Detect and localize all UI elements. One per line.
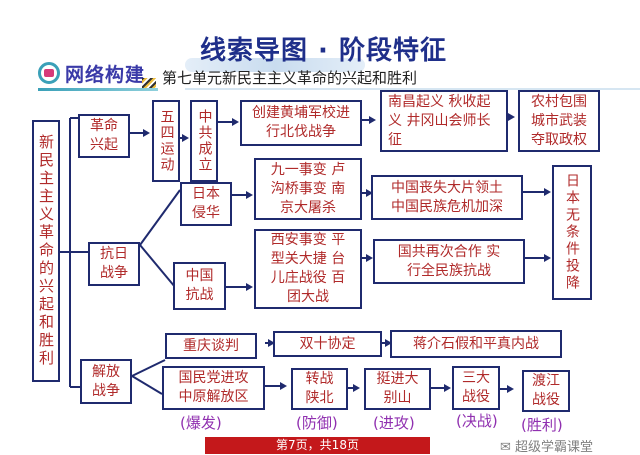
- watermark-text: 超级学霸课堂: [515, 440, 594, 455]
- node-double-tenth-agreement: 双十协定: [273, 331, 382, 357]
- page-indicator: 第7页，共18页: [205, 437, 430, 454]
- wechat-icon: ✉: [500, 440, 511, 455]
- arrow-icon: [544, 188, 551, 196]
- section-label: 网络构建: [65, 63, 146, 86]
- arrow-icon: [143, 129, 150, 137]
- arrow-icon: [268, 339, 275, 347]
- stage-label-offense: (进攻): [373, 414, 415, 432]
- arrow-icon: [508, 113, 515, 121]
- arrow-icon: [246, 283, 253, 291]
- node-chongqing-negotiation: 重庆谈判: [165, 333, 257, 359]
- node-yangtze-crossing: 渡江战役: [522, 370, 570, 412]
- arrow-icon: [246, 191, 253, 199]
- arrow-icon: [366, 254, 373, 262]
- node-china-resistance: 中国抗战: [173, 262, 226, 310]
- header-divider: [185, 88, 640, 90]
- watermark: ✉ 超级学霸课堂: [500, 436, 593, 455]
- unit-subtitle: 第七单元新民主主义革命的兴起和胜利: [162, 69, 418, 87]
- page-title: 线索导图 · 阶段特征: [200, 36, 447, 66]
- node-national-crisis: 中国丧失大片领土 中国民族危机加深: [371, 175, 523, 220]
- banner-underline: [38, 88, 158, 91]
- stripe-decoration: [142, 78, 156, 88]
- node-kmt-attack: 国民党进攻中原解放区: [162, 366, 265, 410]
- branch-anti-japanese-war: 抗日战争: [88, 242, 140, 286]
- node-rural-encircle-cities: 农村包围城市武装夺取政权: [518, 90, 600, 152]
- arrow-icon: [507, 385, 514, 393]
- arrow-icon: [232, 118, 239, 126]
- node-northern-shaanxi: 转战陕北: [291, 368, 348, 410]
- stage-label-decisive: (决战): [456, 412, 498, 430]
- arrow-icon: [385, 339, 392, 347]
- branch-revolution-rise: 革命兴起: [78, 114, 130, 158]
- node-whampoa-northern-expedition: 创建黄埔军校进行北伐战争: [240, 100, 362, 146]
- node-kmt-cpc-cooperation: 国共再次合作 实行全民族抗战: [373, 239, 525, 284]
- arrow-icon: [366, 189, 373, 197]
- node-nanchang-uprising: 南昌起义 秋收起义 井冈山会师长征: [380, 90, 508, 152]
- folder-icon: [38, 62, 60, 84]
- title-cloud-decoration: [185, 58, 365, 72]
- node-dabie-mountains: 挺进大别山: [364, 368, 431, 410]
- node-may-fourth: 五四运动: [152, 100, 180, 182]
- node-japan-invasion: 日本侵华: [180, 182, 232, 226]
- arrow-icon: [544, 254, 551, 262]
- stage-label-defense: (防御): [296, 414, 338, 432]
- arrow-icon: [280, 382, 287, 390]
- arrow-icon: [444, 384, 451, 392]
- arrow-icon: [353, 384, 360, 392]
- stage-label-outbreak: (爆发): [180, 414, 222, 432]
- node-cpc-founding: 中共成立: [190, 100, 218, 182]
- arrow-icon: [182, 134, 189, 142]
- stage-label-victory: (胜利): [521, 416, 563, 434]
- node-japan-surrender: 日本无条件投降: [552, 165, 592, 300]
- arrow-icon: [369, 116, 376, 124]
- node-invasion-events: 九一事变 卢沟桥事变 南京大屠杀: [254, 158, 362, 220]
- branch-liberation-war: 解放战争: [80, 359, 132, 404]
- node-resistance-events: 西安事变 平型关大捷 台儿庄战役 百团大战: [254, 229, 362, 309]
- section-banner: 网络构建: [38, 59, 145, 87]
- node-three-campaigns: 三大战役: [452, 366, 500, 410]
- node-fake-peace-civil-war: 蒋介石假和平真内战: [390, 330, 562, 358]
- root-node: 新民主主义革命的兴起和胜利: [32, 120, 60, 382]
